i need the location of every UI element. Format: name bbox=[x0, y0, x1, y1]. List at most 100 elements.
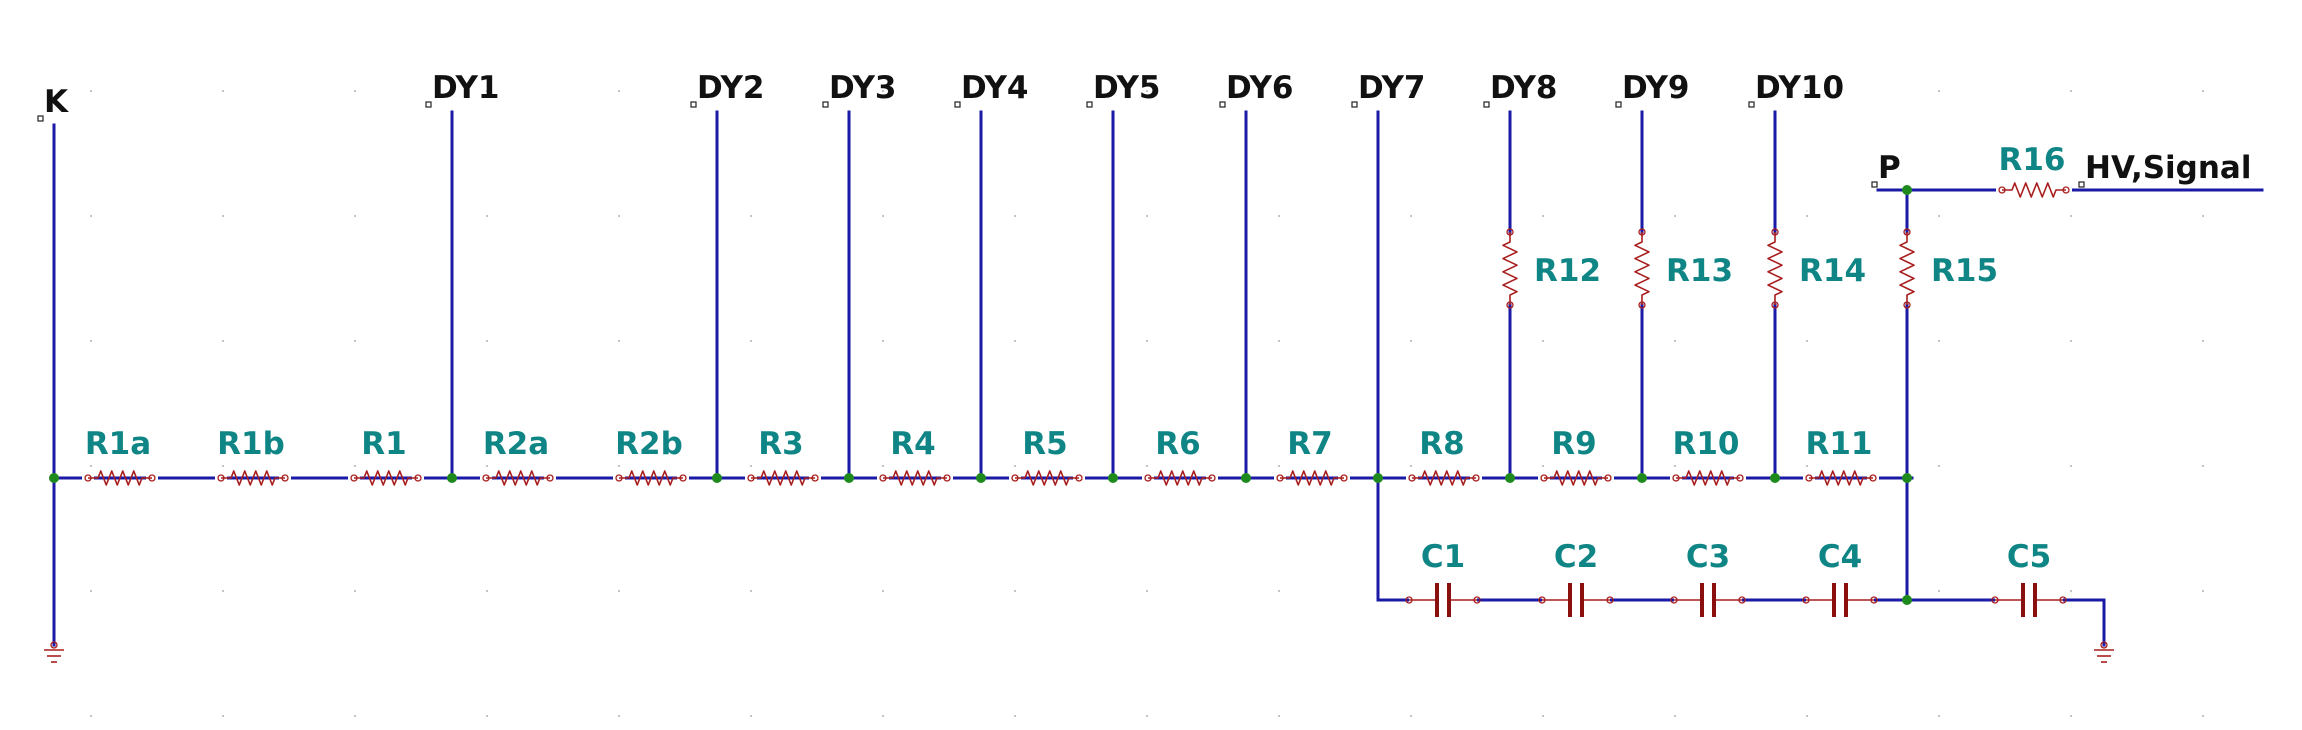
grid-dot bbox=[354, 590, 356, 592]
grid-dot bbox=[1542, 465, 1544, 467]
grid-dot bbox=[1146, 90, 1148, 92]
grid-dot bbox=[1278, 340, 1280, 342]
grid-dot bbox=[222, 90, 224, 92]
grid-dot bbox=[1014, 590, 1016, 592]
grid-dot bbox=[354, 715, 356, 717]
refdes-r6: R6 bbox=[1155, 426, 1200, 462]
resistor-r15-resistor-body bbox=[1899, 232, 1915, 305]
grid-dot bbox=[1014, 340, 1016, 342]
refdes-r11: R11 bbox=[1805, 426, 1872, 462]
junction-dot bbox=[1902, 595, 1912, 605]
grid-dot bbox=[882, 215, 884, 217]
capacitor-c2-pin-left bbox=[1538, 596, 1546, 604]
refdes-r9: R9 bbox=[1551, 426, 1596, 462]
grid-dot bbox=[1278, 465, 1280, 467]
grid-dot bbox=[486, 215, 488, 217]
refdes-c1: C1 bbox=[1421, 539, 1465, 575]
resistor-r7-pin-left bbox=[1276, 474, 1284, 482]
capacitor-c4-pin-right bbox=[1870, 596, 1878, 604]
resistor-r14-resistor-body bbox=[1767, 232, 1783, 305]
resistor-r2a-pin-left bbox=[482, 474, 490, 482]
refdes-r8: R8 bbox=[1419, 426, 1464, 462]
grid-dot bbox=[750, 340, 752, 342]
grid-dot bbox=[1014, 215, 1016, 217]
resistor-r12-pin-top bbox=[1506, 228, 1514, 236]
resistor-r1b-pin-right bbox=[281, 474, 289, 482]
grid-dot bbox=[486, 340, 488, 342]
grid-dot bbox=[1278, 590, 1280, 592]
refdes-r13: R13 bbox=[1666, 253, 1733, 289]
refdes-r12: R12 bbox=[1534, 253, 1601, 289]
grid-dot bbox=[1410, 215, 1412, 217]
refdes-r15: R15 bbox=[1931, 253, 1998, 289]
junction-dot bbox=[1373, 473, 1383, 483]
net-label-dy10: DY10 bbox=[1755, 70, 1844, 106]
resistor-r13-pin-top bbox=[1638, 228, 1646, 236]
grid-dot bbox=[1806, 90, 1808, 92]
grid-dot bbox=[2070, 340, 2072, 342]
grid-dot bbox=[486, 590, 488, 592]
junction-dot bbox=[1770, 473, 1780, 483]
grid-dot bbox=[1146, 590, 1148, 592]
grid-dot bbox=[90, 715, 92, 717]
grid-dot bbox=[750, 715, 752, 717]
grid-dot bbox=[2202, 465, 2204, 467]
grid-dot bbox=[1674, 715, 1676, 717]
junction-dot bbox=[49, 473, 59, 483]
refdes-r1a: R1a bbox=[85, 426, 151, 462]
capacitor-c5-pin-left bbox=[1991, 596, 1999, 604]
net-label-hv-signal: HV,Signal bbox=[2085, 150, 2251, 186]
grid-dot bbox=[2202, 340, 2204, 342]
resistor-r4-resistor-body bbox=[883, 470, 947, 486]
refdes-r1b: R1b bbox=[217, 426, 285, 462]
resistor-r3-pin-left bbox=[747, 474, 755, 482]
refdes-r2a: R2a bbox=[483, 426, 549, 462]
refdes-c5: C5 bbox=[2007, 539, 2051, 575]
grid-dot bbox=[1674, 215, 1676, 217]
ground-pin-right bbox=[2100, 641, 2108, 649]
junction-dot bbox=[976, 473, 986, 483]
resistor-r1-resistor-body bbox=[354, 470, 418, 486]
capacitor-c1-pin-left bbox=[1405, 596, 1413, 604]
capacitor-c5-pin-right bbox=[2059, 596, 2067, 604]
grid-dot bbox=[1410, 90, 1412, 92]
resistor-r10-resistor-body bbox=[1676, 470, 1740, 486]
junction-dot bbox=[1902, 473, 1912, 483]
grid-dot bbox=[1806, 340, 1808, 342]
grid-dot bbox=[1542, 340, 1544, 342]
grid-dot bbox=[1938, 465, 1940, 467]
resistor-r13-pin-bottom bbox=[1638, 301, 1646, 309]
grid-dot bbox=[1146, 715, 1148, 717]
grid-dot bbox=[2070, 590, 2072, 592]
junction-dot bbox=[1902, 185, 1912, 195]
resistor-r7-resistor-body bbox=[1280, 470, 1344, 486]
grid-dot bbox=[2202, 90, 2204, 92]
net-label-dy4: DY4 bbox=[961, 70, 1029, 106]
capacitor-c2-pin-right bbox=[1606, 596, 1614, 604]
resistor-r2b-pin-right bbox=[679, 474, 687, 482]
grid-dot bbox=[750, 590, 752, 592]
net-label-dy5: DY5 bbox=[1093, 70, 1161, 106]
grid-dot bbox=[618, 90, 620, 92]
grid-dot bbox=[1278, 215, 1280, 217]
refdes-r2b: R2b bbox=[615, 426, 683, 462]
refdes-r7: R7 bbox=[1287, 426, 1332, 462]
resistor-r2a-resistor-body bbox=[486, 470, 550, 486]
net-label-dy3: DY3 bbox=[829, 70, 897, 106]
grid-dot bbox=[882, 465, 884, 467]
resistor-r13-resistor-body bbox=[1634, 232, 1650, 305]
resistor-r14-pin-top bbox=[1771, 228, 1779, 236]
net-label-dy9: DY9 bbox=[1622, 70, 1690, 106]
resistor-r11-pin-left bbox=[1805, 474, 1813, 482]
grid-dot bbox=[486, 465, 488, 467]
grid-dot bbox=[1410, 340, 1412, 342]
grid-dot bbox=[1938, 715, 1940, 717]
grid-dot bbox=[1542, 90, 1544, 92]
resistor-r1a-pin-right bbox=[148, 474, 156, 482]
resistor-r15-pin-top bbox=[1903, 228, 1911, 236]
grid-dot bbox=[486, 90, 488, 92]
grid-dot bbox=[90, 465, 92, 467]
grid-dot bbox=[1938, 215, 1940, 217]
capacitor-c3-pin-right bbox=[1738, 596, 1746, 604]
